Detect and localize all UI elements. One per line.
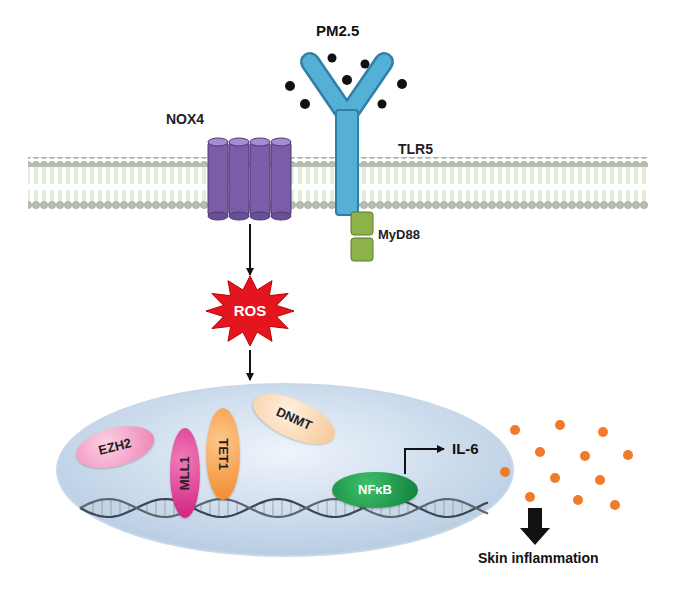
node-label: EZH2 [97, 436, 133, 458]
dna-rung [327, 500, 328, 516]
thick-arrow [520, 508, 550, 545]
dna-rung [336, 499, 337, 517]
dna-rung [102, 500, 103, 517]
dna-rung [228, 500, 229, 517]
tlr5-receptor: TLR5 [290, 50, 440, 218]
node-label: MLL1 [178, 456, 192, 490]
dna-rung [264, 502, 265, 515]
dna-rung [93, 502, 94, 514]
il6-particles [500, 420, 633, 510]
node-label: DNMT [274, 405, 314, 433]
dna-rung [156, 500, 157, 516]
node-label: NOX4 [166, 112, 204, 127]
dna-rung [219, 499, 220, 517]
dna-rung [408, 503, 409, 514]
cytokine-label: IL-6 [452, 440, 479, 457]
dna-rung [462, 502, 463, 515]
dna-strand [80, 499, 488, 517]
nox4-channel: NOX4 [160, 110, 300, 222]
dna-rung [435, 501, 436, 515]
dna-rung [237, 502, 238, 514]
dna-rung [444, 499, 445, 517]
node-label: TET1 [216, 438, 230, 470]
dna-rung [210, 501, 211, 516]
dna-strand [80, 499, 488, 517]
outcome-label: Skin inflammation [478, 550, 599, 566]
nucleus [57, 384, 513, 556]
dna-rung [111, 499, 112, 517]
node-label: ROS [234, 303, 267, 320]
dna-rung [147, 503, 148, 513]
dna-rung [282, 499, 283, 517]
dna-helix [80, 499, 488, 517]
myd88-adaptor: MyD88 [348, 200, 443, 265]
protein-ellipse: NFκB [332, 472, 418, 508]
dna-rung [273, 499, 274, 516]
dna-rung [291, 501, 292, 514]
arrow [249, 350, 251, 380]
node-label: MyD88 [378, 228, 420, 242]
protein-ellipse: TET1 [206, 408, 240, 500]
shape-outline [290, 50, 440, 218]
dna-rung [165, 499, 166, 517]
connector-arrow [249, 224, 251, 275]
arrow [405, 449, 444, 474]
dna-rung [453, 499, 454, 516]
dna-rung [120, 501, 121, 515]
particle-label: PM2.5 [316, 22, 359, 39]
dna-rung [318, 503, 319, 514]
ros-burst: ROS [205, 275, 295, 347]
node-label: NFκB [358, 483, 392, 497]
protein-ellipse: MLL1 [170, 428, 200, 518]
node-label: TLR5 [398, 142, 433, 157]
